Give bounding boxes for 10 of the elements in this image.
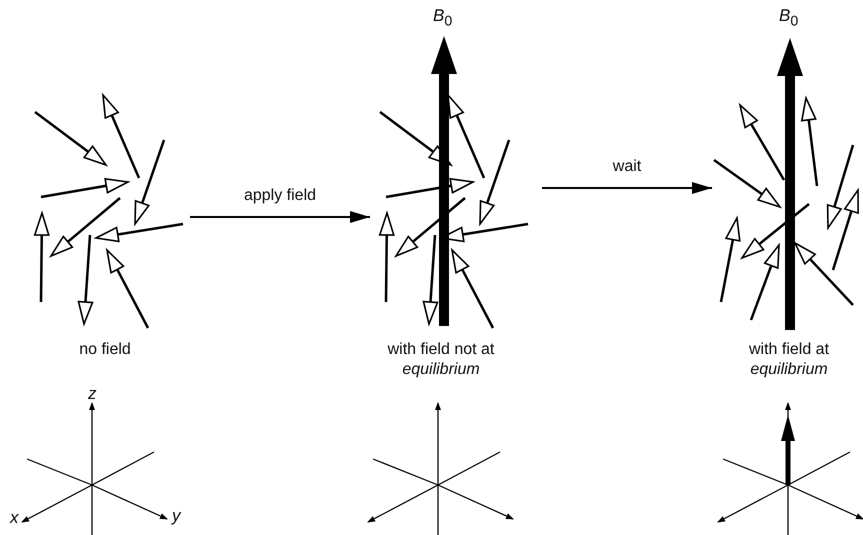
field-label: B$_{0}$: [433, 6, 452, 30]
axis-label: z: [88, 384, 96, 404]
arrow: [190, 211, 370, 223]
axis-label: x: [10, 508, 18, 528]
arrow: [542, 182, 712, 194]
node-label: with field at equilibrium: [748, 340, 830, 380]
axis-label: y: [172, 506, 180, 526]
field-label: B$_{0}$: [779, 6, 798, 30]
node-label: no field: [78, 340, 132, 360]
node-label: with field not at equilibrium: [386, 340, 496, 380]
